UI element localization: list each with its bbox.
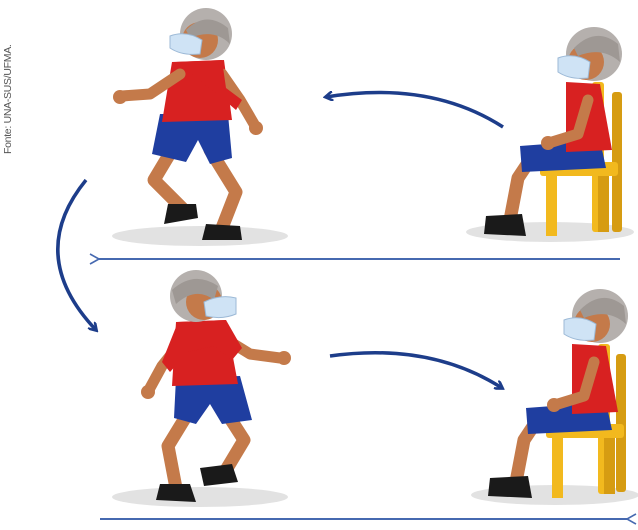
arrow-turn-around [58, 180, 96, 330]
figure-walking-away [113, 8, 263, 240]
figure-seated-start [484, 27, 622, 236]
figure-seated-end [488, 289, 628, 498]
figure-walking-return [141, 270, 291, 502]
arrow-stand-up [326, 92, 503, 127]
arrow-walk-back [330, 353, 502, 388]
